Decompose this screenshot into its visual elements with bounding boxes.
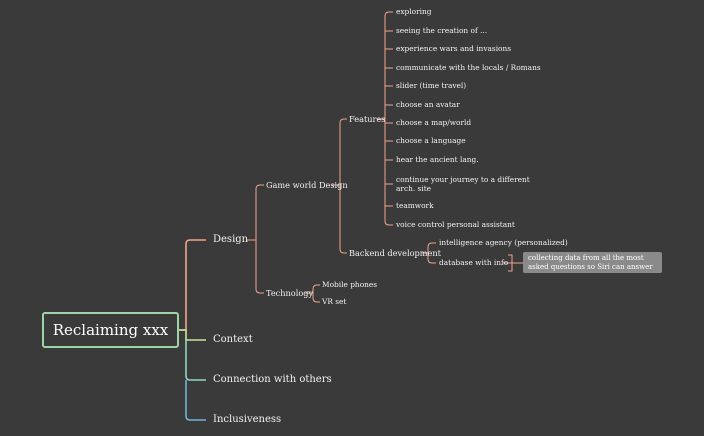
feature-item[interactable]: continue your journey to a different arc… — [396, 175, 530, 193]
backend-item[interactable]: intelligence agency (personalized) — [439, 238, 568, 247]
branch-design[interactable]: Design — [213, 234, 249, 245]
backend-item[interactable]: database with info — [439, 258, 509, 267]
feature-item[interactable]: voice control personal assistant — [396, 220, 515, 229]
feature-item[interactable]: choose a map/world — [396, 118, 472, 127]
database-note[interactable]: collecting data from all the most asked … — [523, 252, 662, 273]
feature-item[interactable]: choose an avatar — [396, 100, 460, 109]
link-connection — [185, 340, 206, 381]
feature-item[interactable]: teamwork — [396, 201, 434, 210]
branch-context[interactable]: Context — [213, 334, 253, 345]
link-context — [179, 329, 206, 341]
feature-item[interactable]: seeing the creation of ... — [396, 26, 488, 35]
branch-connection-with-others[interactable]: Connection with others — [213, 374, 332, 385]
link-design — [179, 239, 206, 331]
feature-item[interactable]: communicate with the locals / Romans — [396, 63, 541, 72]
feature-item[interactable]: choose a language — [396, 136, 466, 145]
technology-item[interactable]: VR set — [322, 297, 347, 306]
node-backend-development[interactable]: Backend development — [349, 248, 441, 258]
feature-item[interactable]: hear the ancient lang. — [396, 155, 479, 164]
branch-inclusiveness[interactable]: Inclusiveness — [213, 414, 282, 425]
link-inclusiveness — [185, 380, 206, 421]
root-node[interactable]: Reclaiming xxx — [42, 312, 179, 348]
node-game-world-design[interactable]: Game world Design — [266, 180, 348, 190]
feature-item[interactable]: exploring — [396, 7, 432, 16]
technology-item[interactable]: Mobile phones — [322, 280, 378, 289]
feature-item[interactable]: experience wars and invasions — [396, 44, 512, 53]
node-features[interactable]: Features — [349, 114, 386, 124]
feature-item[interactable]: slider (time travel) — [396, 81, 467, 90]
node-technology[interactable]: Technology — [266, 288, 314, 298]
